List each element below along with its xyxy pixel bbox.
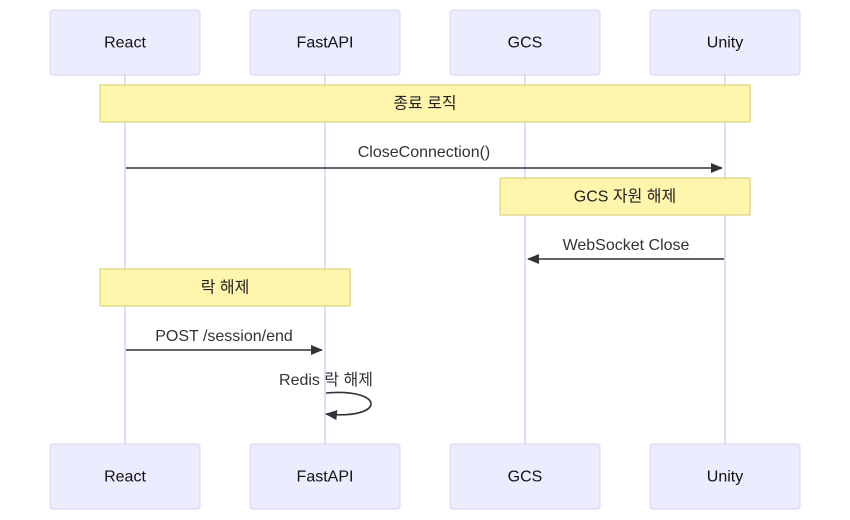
note-lock-release: 락 해제 (99, 268, 351, 307)
message-post-session-end: POST /session/end (126, 328, 323, 355)
actor-label: React (104, 35, 146, 52)
actor-label: React (104, 469, 146, 486)
actor-label: Unity (707, 35, 743, 52)
actor-fastapi-top[interactable]: FastAPI (249, 9, 401, 76)
actor-unity-top[interactable]: Unity (649, 9, 801, 76)
actor-label: GCS (508, 469, 543, 486)
self-message-redis-lock-release: Redis 락 해제 (279, 371, 373, 421)
actor-label: GCS (508, 35, 543, 52)
actor-label: FastAPI (297, 469, 354, 486)
note-text: 종료 로직 (393, 95, 456, 113)
self-loop-arrow (325, 391, 372, 421)
actor-gcs-bottom[interactable]: GCS (449, 443, 601, 510)
note-text: GCS 자원 해제 (574, 188, 676, 206)
actor-fastapi-bottom[interactable]: FastAPI (249, 443, 401, 510)
message-websocket-close: WebSocket Close (527, 237, 724, 264)
message-label: WebSocket Close (563, 237, 690, 254)
note-shutdown-logic: 종료 로직 (99, 84, 751, 123)
actor-react-bottom[interactable]: React (49, 443, 201, 510)
actor-unity-bottom[interactable]: Unity (649, 443, 801, 510)
note-text: 락 해제 (201, 279, 250, 297)
actor-gcs-top[interactable]: GCS (449, 9, 601, 76)
actor-label: FastAPI (297, 35, 354, 52)
actor-react-top[interactable]: React (49, 9, 201, 76)
message-label: Redis 락 해제 (279, 371, 373, 389)
note-gcs-release: GCS 자원 해제 (499, 177, 751, 216)
message-close-connection: CloseConnection() (126, 144, 723, 173)
message-label: POST /session/end (155, 328, 293, 345)
message-label: CloseConnection() (358, 144, 491, 161)
actor-label: Unity (707, 469, 743, 486)
